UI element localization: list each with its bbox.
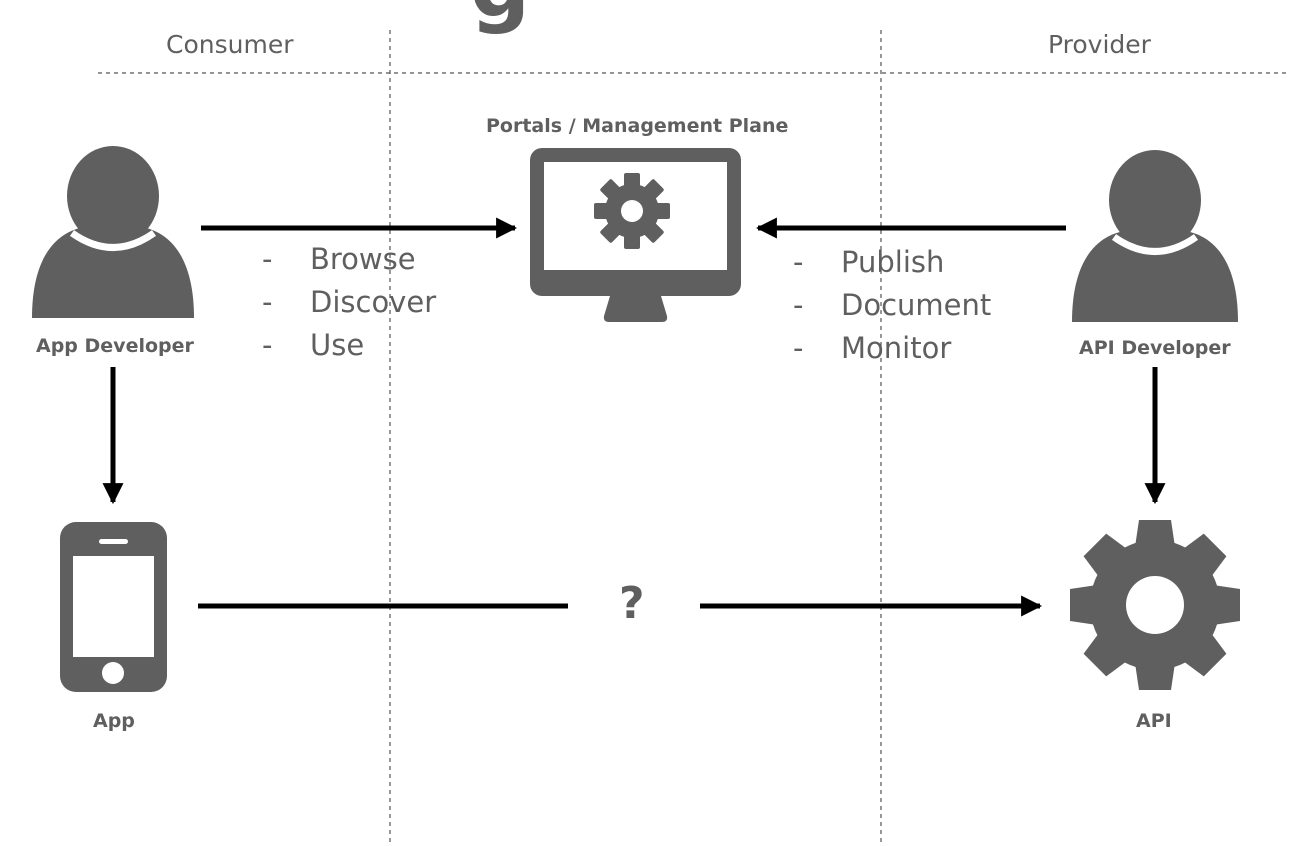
api-developer-label: API Developer <box>1079 337 1231 359</box>
api-label: API <box>1136 710 1172 732</box>
portals-label: Portals / Management Plane <box>486 115 789 137</box>
provider-actions-list: -Publish -Document -Monitor <box>793 241 991 370</box>
list-item: -Publish <box>793 245 945 279</box>
app-developer-label: App Developer <box>36 335 194 357</box>
provider-lane-label: Provider <box>1048 30 1151 59</box>
unknown-connection-label: ? <box>619 578 645 629</box>
consumer-lane-label: Consumer <box>166 30 294 59</box>
consumer-actions-list: -Browse -Discover -Use <box>262 238 436 367</box>
list-item: -Discover <box>262 285 437 319</box>
monitor-gear-icon <box>594 173 670 249</box>
api-gear-icon <box>1070 520 1240 690</box>
list-item: -Monitor <box>793 331 952 365</box>
list-item: -Use <box>262 328 365 362</box>
app-developer-icon <box>32 146 194 318</box>
list-item: -Document <box>793 288 992 322</box>
app-label: App <box>93 710 135 732</box>
api-developer-icon <box>1072 150 1238 322</box>
phone-icon <box>60 522 167 692</box>
list-item: -Browse <box>262 242 416 276</box>
title-fragment: g <box>470 0 530 36</box>
